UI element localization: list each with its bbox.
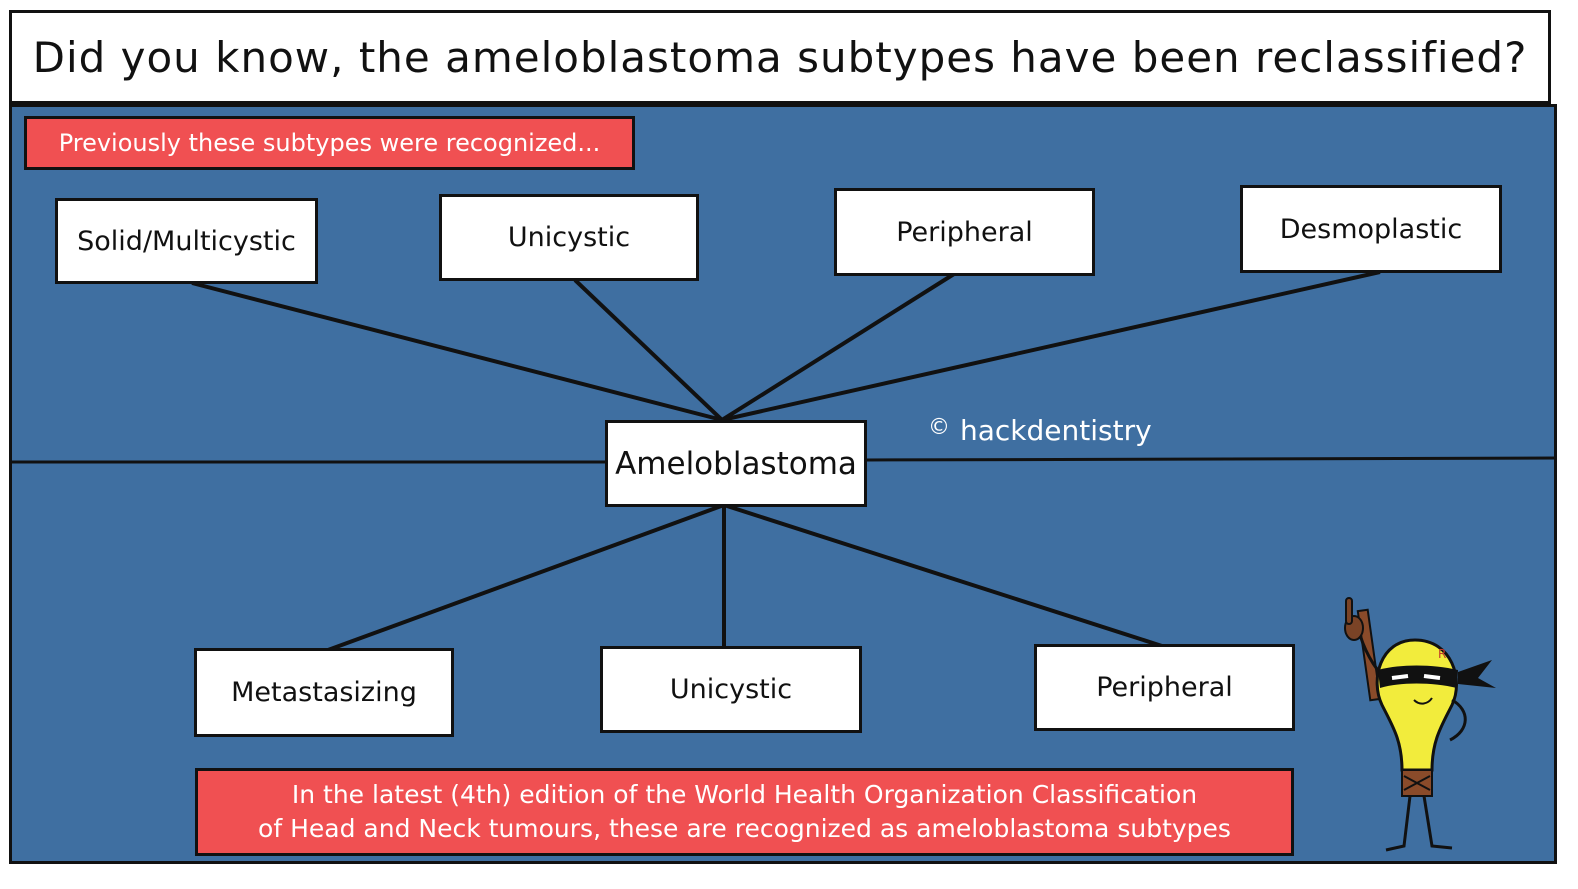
node-label: Unicystic bbox=[507, 222, 631, 253]
node-desmoplastic: Desmoplastic bbox=[1240, 185, 1502, 273]
node-label: Ameloblastoma bbox=[615, 445, 857, 482]
lightbulb-mascot-icon: R bbox=[1344, 597, 1496, 852]
previous-label: Previously these subtypes were recognize… bbox=[58, 129, 601, 157]
credit: © hackdentistry bbox=[928, 414, 1152, 447]
node-unicystic-current: Unicystic bbox=[600, 646, 862, 733]
divider-line bbox=[865, 456, 1558, 462]
node-label: Metastasizing bbox=[231, 677, 417, 708]
connector-metastasizing bbox=[327, 503, 725, 652]
credit-name: hackdentistry bbox=[960, 414, 1152, 447]
copyright-icon: © bbox=[928, 415, 950, 440]
node-label: Unicystic bbox=[669, 674, 793, 705]
connector-peripheral-bottom bbox=[723, 503, 1163, 648]
node-label: Desmoplastic bbox=[1279, 213, 1463, 245]
node-peripheral-previous: Peripheral bbox=[834, 188, 1095, 276]
connector-peripheral-top bbox=[720, 272, 956, 422]
connector-unicystic-top bbox=[573, 278, 724, 422]
node-ameloblastoma: Ameloblastoma bbox=[605, 420, 867, 507]
footer-line-1: In the latest (4th) edition of the World… bbox=[291, 780, 1198, 809]
node-metastasizing: Metastasizing bbox=[194, 648, 454, 737]
connector-solid bbox=[191, 281, 723, 422]
node-unicystic-previous: Unicystic bbox=[439, 194, 699, 281]
node-peripheral-current: Peripheral bbox=[1034, 644, 1295, 731]
page-title: Did you know, the ameloblastoma subtypes… bbox=[32, 32, 1528, 82]
footer-line-2: of Head and Neck tumours, these are reco… bbox=[258, 814, 1231, 843]
node-label: Solid/Multicystic bbox=[77, 225, 296, 257]
svg-text:R: R bbox=[1438, 647, 1446, 661]
previous-label-banner: Previously these subtypes were recognize… bbox=[24, 116, 635, 170]
footer-banner: In the latest (4th) edition of the World… bbox=[195, 768, 1294, 856]
node-label: Peripheral bbox=[896, 216, 1033, 248]
node-label: Peripheral bbox=[1096, 672, 1233, 703]
connector-desmoplastic bbox=[721, 270, 1381, 422]
node-solid-multicystic: Solid/Multicystic bbox=[55, 198, 318, 284]
title-box: Did you know, the ameloblastoma subtypes… bbox=[9, 10, 1551, 104]
